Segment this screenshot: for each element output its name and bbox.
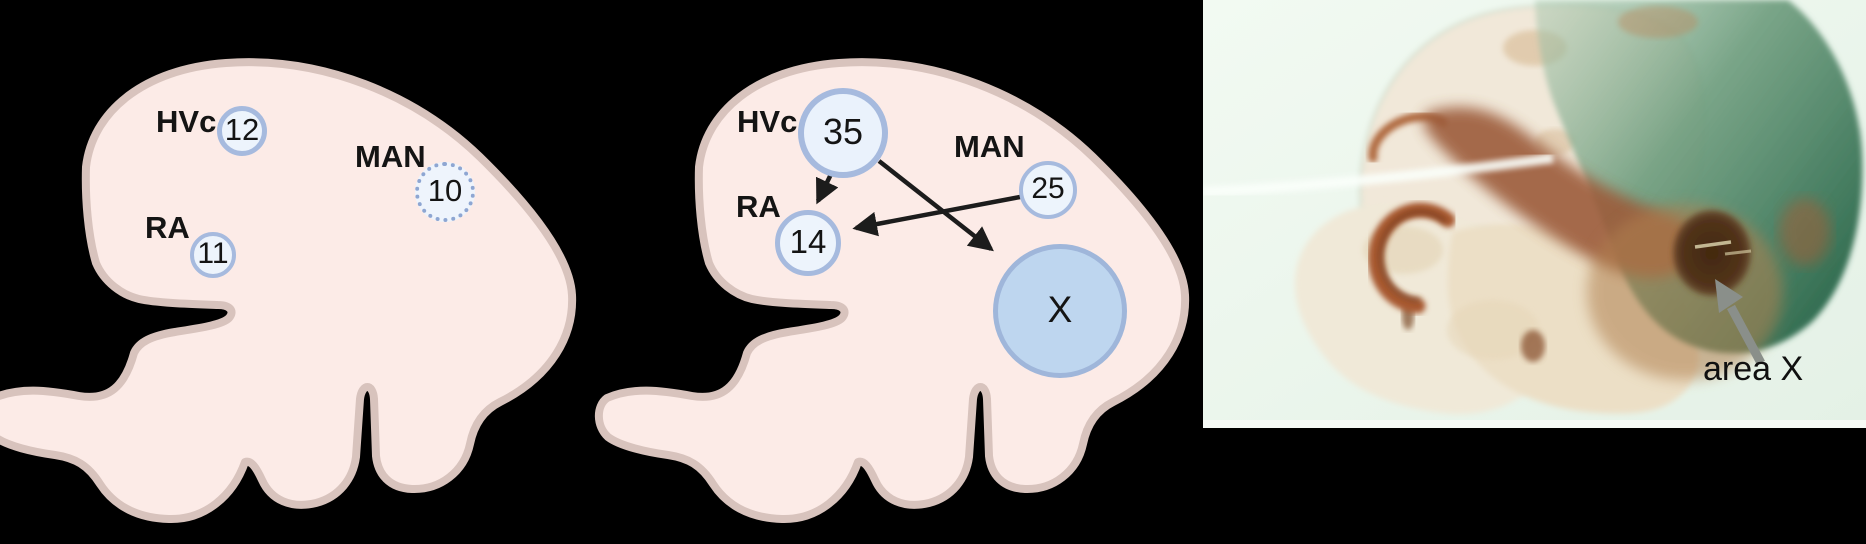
histology-photo-art <box>1203 0 1866 428</box>
photo-green-mass <box>1535 0 1863 354</box>
arrow-hvc-to-x <box>877 159 994 252</box>
left-ra-label: RA <box>145 210 190 245</box>
middle-ra-nucleus: 14 <box>775 210 841 276</box>
photo-pointer-arrow <box>1715 279 1765 366</box>
area-x-caption: area X <box>1703 350 1804 388</box>
middle-hvc-label: HVc <box>737 104 798 139</box>
photo-tissue-gap <box>1203 153 1554 197</box>
photo-stain-spot <box>1779 198 1831 266</box>
middle-areax-nucleus: X <box>993 244 1127 378</box>
middle-hvc-nucleus: 35 <box>798 88 888 178</box>
arrow-man-to-ra <box>852 194 1021 237</box>
left-hvc-nucleus: 12 <box>217 106 267 156</box>
photo-dark-spot <box>1521 330 1545 362</box>
histology-photo: area X <box>1203 0 1866 428</box>
photo-needle-mark <box>1724 249 1752 256</box>
middle-man-label: MAN <box>954 129 1025 164</box>
left-hvc-label: HVc <box>156 104 217 139</box>
middle-hvc-value: 35 <box>822 111 864 152</box>
middle-man-nucleus: 25 <box>1019 161 1077 219</box>
middle-ra-value: 14 <box>789 223 827 260</box>
left-man-value: 10 <box>427 173 463 208</box>
left-ra-value: 11 <box>197 237 229 270</box>
brain-outline-left <box>0 62 572 519</box>
left-man-nucleus: 10 <box>415 162 475 222</box>
middle-man-value: 25 <box>1031 172 1065 205</box>
photo-stain-spot <box>1618 6 1698 38</box>
left-man-label: MAN <box>355 139 426 174</box>
middle-areax-value: X <box>1047 289 1073 330</box>
photo-crescent-core <box>1378 209 1448 303</box>
photo-area-x-blob <box>1673 210 1751 296</box>
left-hvc-value: 12 <box>224 112 260 147</box>
left-ra-nucleus: 11 <box>190 232 236 278</box>
photo-tissue-mottle <box>1447 300 1539 360</box>
photo-bottom-margin <box>1203 420 1866 428</box>
middle-ra-label: RA <box>736 189 781 224</box>
photo-needle-mark <box>1694 240 1732 249</box>
